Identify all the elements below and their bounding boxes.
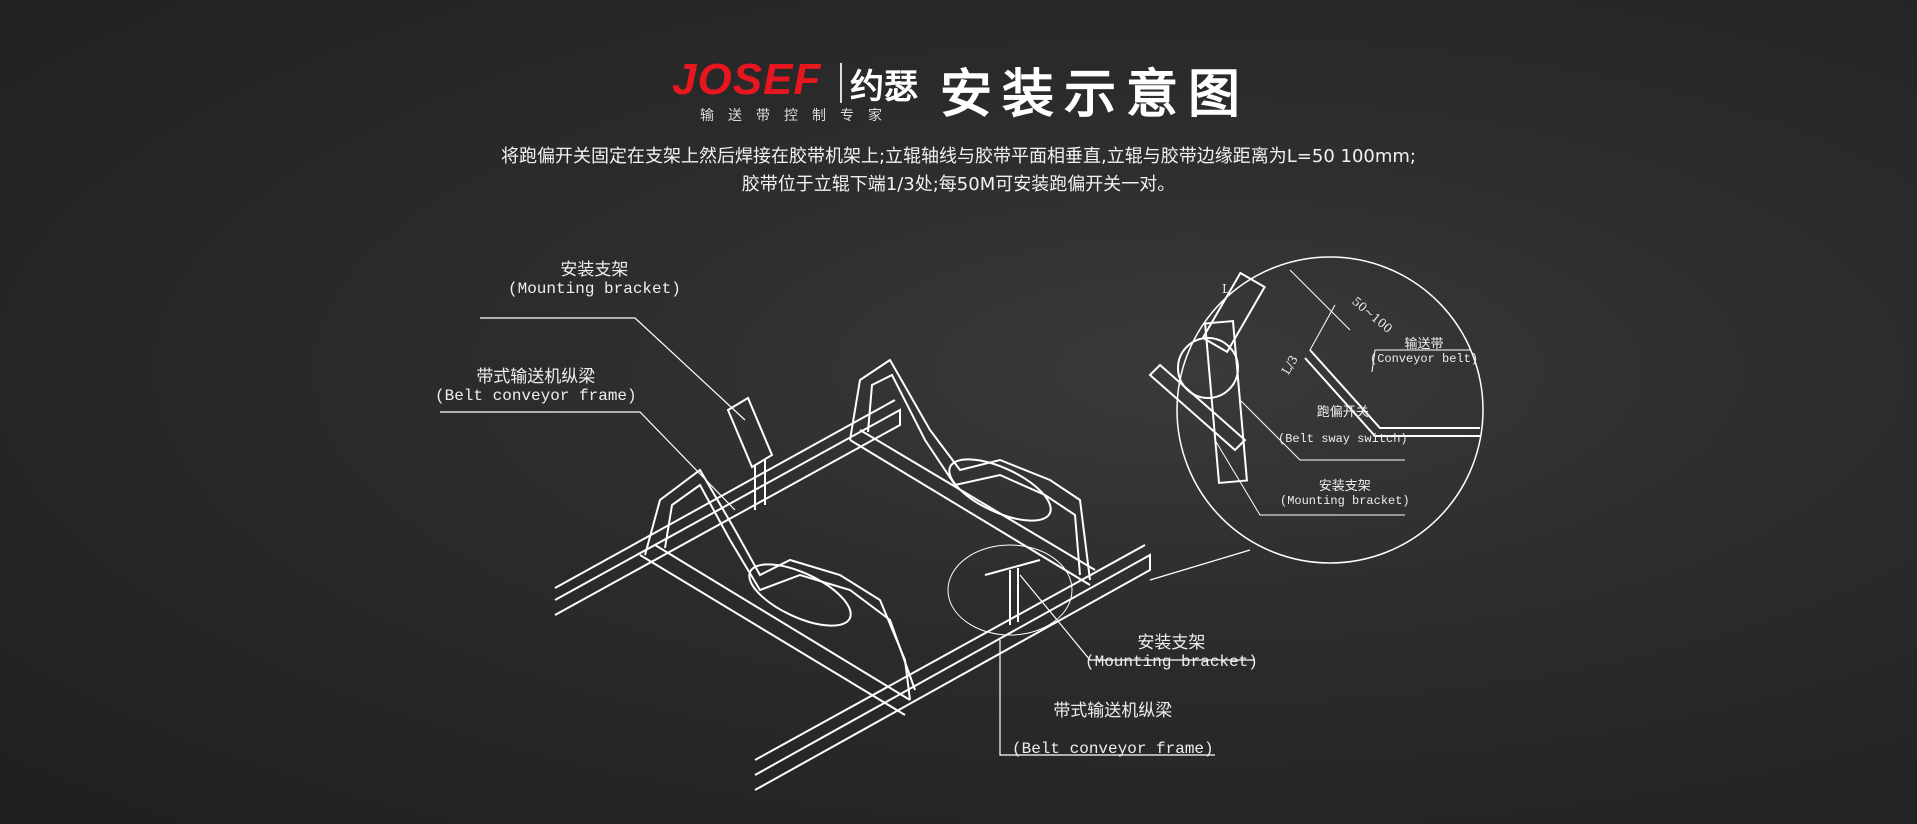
leader-lines xyxy=(440,317,1255,756)
label-frame-top: 带式输送机纵梁 (Belt conveyor frame) xyxy=(435,362,637,405)
brand-en: JOSEF xyxy=(672,55,822,104)
sway-switch-body xyxy=(1177,337,1239,399)
idler-set-front xyxy=(644,468,911,701)
label-en: (Mounting bracket) xyxy=(508,280,681,298)
front-frame-beam xyxy=(754,544,1151,791)
detail-pointer-arrow xyxy=(1149,549,1251,581)
mounting-bracket-bottom xyxy=(984,559,1041,625)
detail-view xyxy=(1148,256,1484,564)
vertical-roller xyxy=(1201,271,1266,354)
cross-member xyxy=(639,554,906,716)
label-cn: 安装支架 xyxy=(560,260,629,280)
idler-set-rear xyxy=(849,358,1091,581)
label-mounting-bracket-top: 安装支架 (Mounting bracket) xyxy=(508,255,681,298)
idler-roller xyxy=(748,563,852,627)
page-title: 安装示意图 xyxy=(940,65,1251,125)
description-line-1: 将跑偏开关固定在支架上然后焊接在胶带机架上;立辊轴线与胶带平面相垂直,立辊与胶带… xyxy=(500,146,1416,167)
detail-bracket: 安装支架 (Mounting bracket) xyxy=(1280,475,1410,508)
cross-member xyxy=(849,439,1091,586)
idler-roller xyxy=(948,458,1052,522)
logo-divider xyxy=(840,63,842,103)
detail-highlight-circle xyxy=(947,544,1073,636)
label-en: (Belt conveyor frame) xyxy=(435,387,637,405)
label-frame-bottom: 带式输送机纵梁 (Belt conveyor frame) xyxy=(1012,692,1214,768)
label-cn: 带式输送机纵梁 xyxy=(1053,701,1173,721)
label-cn: 输送带 xyxy=(1404,337,1444,352)
conveyor-belt-line xyxy=(1309,349,1480,429)
label-en: (Conveyor belt) xyxy=(1370,352,1479,366)
detail-sway-switch: 跑偏开关 (Belt sway switch) xyxy=(1278,400,1408,452)
label-en: (Mounting bracket) xyxy=(1085,653,1258,671)
description-line-2: 胶带位于立辊下端1/3处;每50M可安装跑偏开关一对。 xyxy=(741,174,1176,195)
detail-bracket-post xyxy=(1203,320,1249,484)
slogan: 输送带控制专家 xyxy=(700,108,896,124)
label-cn: 跑偏开关 xyxy=(1316,405,1369,420)
detail-conveyor-belt: 输送带 (Conveyor belt) xyxy=(1370,333,1478,366)
label-en: (Belt sway switch) xyxy=(1278,432,1408,446)
mounting-bracket-top xyxy=(726,396,774,510)
label-en: (Belt conveyor frame) xyxy=(1012,740,1214,758)
label-mounting-bracket-bottom: 安装支架 (Mounting bracket) xyxy=(1085,628,1258,671)
detail-bracket-plate xyxy=(1148,363,1247,452)
rear-frame-beam xyxy=(554,399,901,616)
label-cn: 安装支架 xyxy=(1318,479,1371,494)
label-en: (Mounting bracket) xyxy=(1280,494,1410,508)
dim-l: L xyxy=(1222,282,1230,296)
label-cn: 带式输送机纵梁 xyxy=(476,367,596,387)
brand-cn: 约瑟 xyxy=(850,67,918,107)
label-cn: 安装支架 xyxy=(1137,633,1206,653)
